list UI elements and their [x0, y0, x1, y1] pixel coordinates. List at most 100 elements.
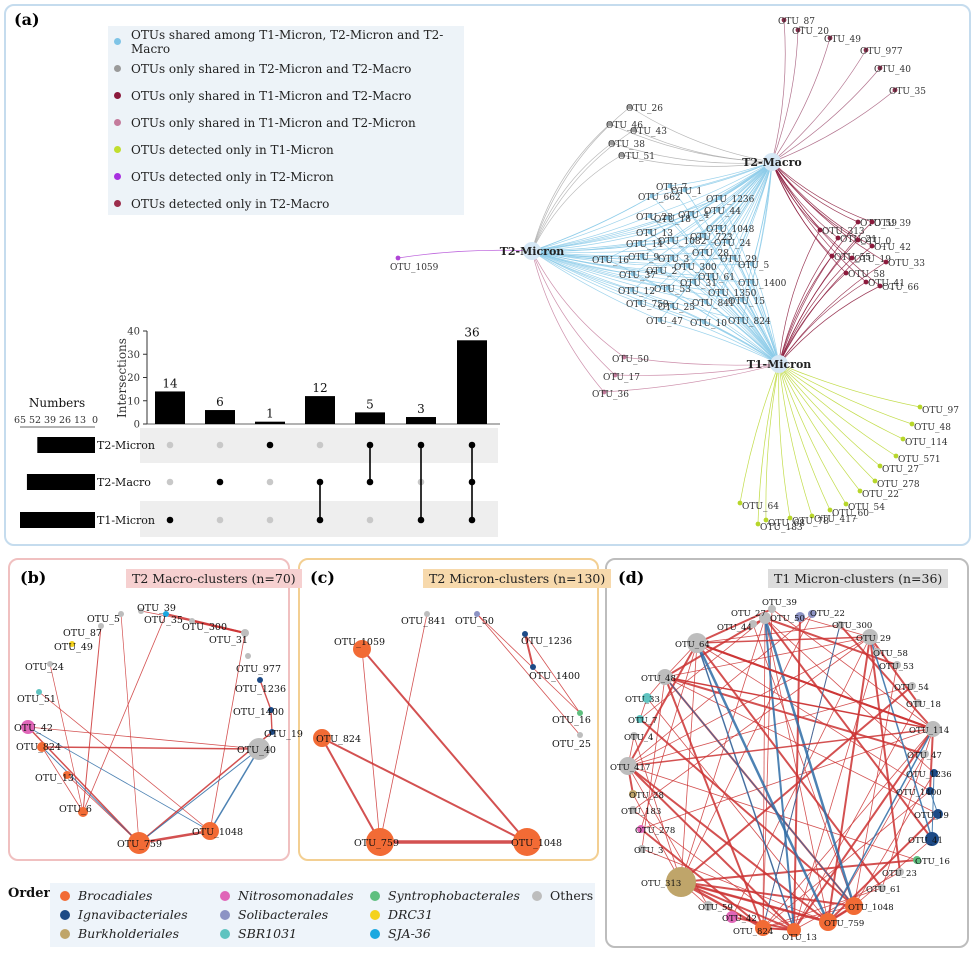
otu-label: OTU_4: [624, 733, 653, 743]
otu-node-t1-only: [909, 421, 915, 427]
edge-shared: [703, 161, 773, 323]
panel-c-label: (c): [310, 568, 335, 587]
otu-node-shared: [717, 195, 723, 201]
edge-shared: [721, 161, 773, 293]
otu-node-shared: [669, 237, 675, 243]
otu-label: OTU_42: [874, 243, 911, 253]
edge-shared: [667, 161, 773, 219]
otu-label: OTU_46: [606, 121, 643, 131]
network-edge: [853, 664, 898, 907]
otu-node-shared: [717, 225, 723, 231]
network-edge: [869, 636, 919, 704]
order-legend-label: Others: [550, 888, 594, 903]
otu-label: OTU_1048: [848, 903, 894, 913]
otu-label: OTU_1350: [708, 289, 757, 299]
otu-label: OTU_4: [678, 211, 709, 221]
otu-node-shared: [637, 240, 643, 246]
edge-shared: [659, 161, 773, 321]
network-edge: [361, 648, 528, 843]
edge-t1-macro: [771, 161, 821, 231]
otu-node: [245, 653, 251, 659]
legend-label: OTUs only shared in T1-Micron and T2-Mac…: [131, 88, 412, 103]
otu-node: [921, 750, 929, 758]
otu-label: OTU_19: [854, 255, 891, 265]
edge-macro-only: [771, 37, 831, 163]
hub-node: [523, 242, 541, 260]
otu-node: [873, 648, 881, 656]
otu-label: OTU_24: [714, 239, 751, 249]
network-edge: [764, 617, 935, 774]
order-legend-title: Order: [8, 886, 51, 901]
otu-node: [78, 807, 88, 817]
network-edge: [695, 642, 830, 923]
otu-node: [759, 612, 771, 624]
set-name-label: T1-Micron: [97, 514, 155, 527]
panel-c-frame: [298, 558, 599, 861]
network-edge: [696, 608, 773, 644]
otu-node-shared: [667, 183, 673, 189]
otu-label: OTU_68: [768, 519, 805, 529]
otu-node-t1-only: [900, 436, 906, 442]
edge-t1-macro: [778, 257, 853, 365]
panel-a-label: (a): [14, 10, 40, 29]
otu-label: OTU_759: [626, 300, 669, 310]
intersection-bar: [155, 391, 185, 424]
panel-b-label: (b): [20, 568, 47, 587]
legend-label: OTUs only shared in T1-Micron and T2-Mic…: [131, 115, 416, 130]
edge-shared: [531, 250, 723, 293]
otu-label: OTU_51: [618, 152, 655, 162]
otu-node-macro-only: [781, 17, 787, 23]
otu-label: OTU_53: [879, 662, 914, 672]
otu-node-t1-macro: [817, 227, 823, 233]
otu-label: OTU_23: [636, 213, 673, 223]
otu-node-shared: [749, 261, 755, 267]
otu-label: OTU_1048: [192, 827, 243, 838]
otu-node-shared: [703, 299, 709, 305]
otu-label: OTU_5: [87, 614, 120, 625]
order-legend-dot: [60, 909, 70, 920]
edge-shared: [639, 302, 780, 365]
panel-b-title: T2 Macro-clusters (n=70): [126, 569, 302, 588]
otu-label: OTU_1400: [738, 279, 787, 289]
otu-node: [189, 618, 195, 624]
otu-label: OTU_14: [626, 240, 663, 250]
edge-micron-macro: [633, 129, 773, 163]
edge-shared: [741, 161, 773, 301]
otu-label: OTU_40: [237, 745, 276, 756]
order-legend-label: Syntrophobacterales: [388, 888, 520, 903]
otu-label: OTU_29: [856, 634, 891, 644]
otu-node-shared: [701, 233, 707, 239]
edge-shared: [531, 250, 641, 304]
otu-label: OTU_417: [610, 763, 650, 773]
otu-label: OTU_87: [778, 17, 815, 27]
otu-node-macro-only: [877, 65, 883, 71]
otu-node-shared: [715, 207, 721, 213]
otu-node: [703, 901, 713, 911]
otu-node: [926, 787, 934, 795]
network-edge: [627, 636, 871, 767]
network-edge: [632, 636, 871, 811]
otu-node-t1-only: [877, 463, 883, 469]
network-edge: [627, 685, 913, 767]
matrix-dot-empty: [266, 478, 274, 486]
edge-shared: [651, 161, 773, 197]
otu-label: OTU_29: [720, 255, 757, 265]
legend-dot: [114, 65, 121, 72]
order-legend-dot: [60, 928, 70, 939]
matrix-dot-empty: [316, 441, 324, 449]
edge-shared: [751, 263, 780, 365]
otu-label: OTU_44: [704, 207, 741, 217]
y-axis-label: Intersections: [115, 338, 129, 418]
otu-label: OTU_7: [628, 716, 657, 726]
edge-t1-only: [757, 363, 780, 525]
otu-label: OTU_35: [889, 87, 926, 97]
edge-shared: [659, 269, 780, 365]
otu-node-macro-only: [892, 87, 898, 93]
otu-node-shared: [639, 253, 645, 259]
network-edge: [664, 617, 766, 678]
network-edge: [869, 636, 933, 840]
otu-label: OTU_22: [862, 490, 899, 500]
network-edge: [259, 679, 272, 711]
